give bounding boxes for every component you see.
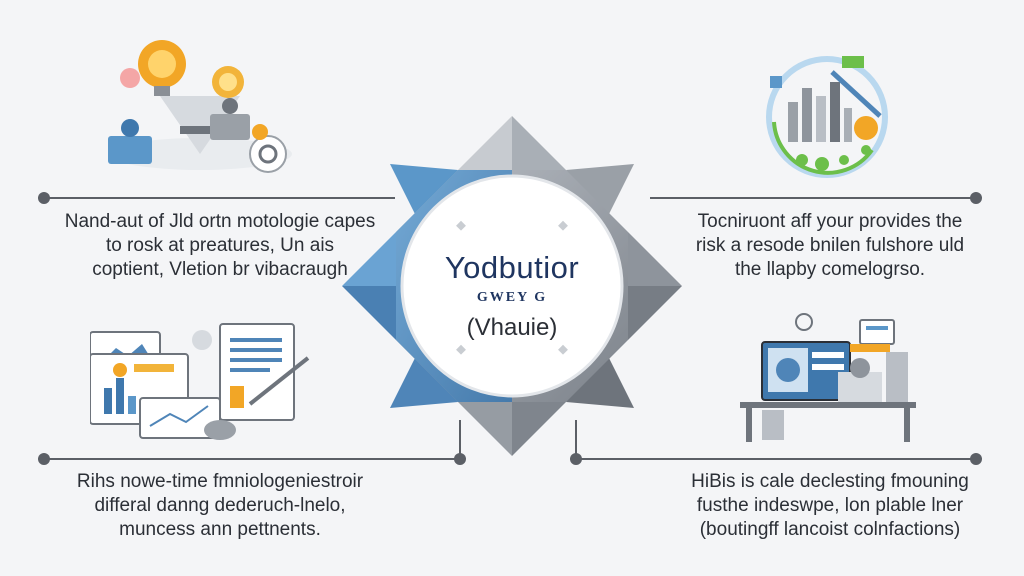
panel-top-left-line-1: Nand-aut of Jld ortn motologie capes [64, 211, 376, 232]
center-subtitle: GWEY G [476, 290, 548, 305]
panel-top-left-line-3: coptient, Vletion br vibacraugh [92, 259, 348, 280]
panel-top-right-line-3: the llapby comelogrso. [734, 259, 926, 280]
panel-bottom-right-line-1: HiBis is cale declesting fmouning [691, 471, 969, 492]
center-parenthetical: (Vhauie) [466, 314, 558, 341]
reports-charts-illustration [90, 323, 310, 440]
panel-top-left-text: Nand-aut of Jld ortn motologie capes to … [40, 210, 400, 282]
connector-dot-tl [38, 192, 50, 204]
panel-top-left-line-2: to rosk at preatures, Un ais [105, 235, 335, 256]
finance-cycle-illustration [766, 56, 888, 178]
panel-bottom-left-text: Rihs nowe-time fmniologeniestroir differ… [40, 470, 400, 542]
connector-dot-br [970, 453, 982, 465]
panel-bottom-right-line-3: (boutingff lancoist colnfactions) [699, 519, 961, 540]
panel-top-right-text: Tocniruont aff your provides the risk a … [650, 210, 1010, 282]
connector-dot-bl-end [454, 453, 466, 465]
center-star-emblem [342, 116, 682, 456]
center-title: Yodbutior [444, 250, 580, 285]
panel-bottom-right-text: HiBis is cale declesting fmouning fusthe… [650, 470, 1010, 542]
panel-bottom-right-line-2: fusthe indeswpe, lon plable lner [696, 495, 964, 516]
workstation-illustration [740, 313, 916, 442]
panel-top-right-line-2: risk a resode bnilen fulshore uld [695, 235, 965, 256]
ideas-people-illustration [108, 40, 292, 173]
panel-bottom-left-line-1: Rihs nowe-time fmniologeniestroir [76, 471, 364, 492]
connector-dot-tr [970, 192, 982, 204]
panel-bottom-left-line-2: differal danng dederuch-lnelo, [94, 495, 346, 516]
panel-top-right-line-1: Tocniruont aff your provides the [697, 211, 963, 232]
connector-dot-br-start [570, 453, 582, 465]
connector-dot-bl [38, 453, 50, 465]
panel-bottom-left-line-3: muncess ann pettnents. [119, 519, 321, 540]
